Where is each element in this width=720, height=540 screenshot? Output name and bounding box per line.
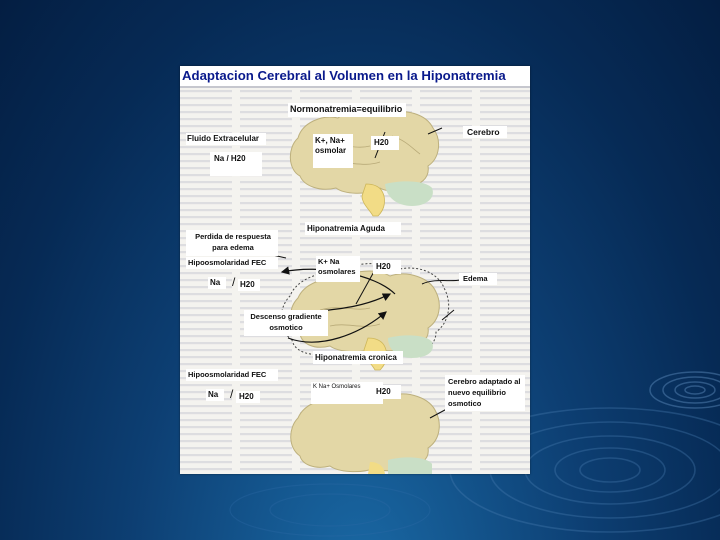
panel3-slash: / xyxy=(230,387,234,401)
hyponatremia-figure: Adaptacion Cerebral al Volumen en la Hip… xyxy=(180,66,530,474)
panel3-na: Na xyxy=(208,390,219,399)
panel1-h2o: H20 xyxy=(374,138,389,147)
panel3-intracellular: K Na+ Osmolares xyxy=(313,384,361,390)
panel2-gradient-label: Descenso gradiente osmotico xyxy=(250,312,322,332)
panel3-hypo-label: Hipoosmolaridad FEC xyxy=(188,370,267,379)
panel1-heading: Normonatremia=equilibrio xyxy=(290,104,403,114)
panel2-hypo-label: Hipoosmolaridad FEC xyxy=(188,258,267,267)
panel3-h2o: H20 xyxy=(376,387,391,396)
arrow-cerebro xyxy=(427,127,443,135)
panel1-intracellular: K+, Na+ osmolar xyxy=(315,136,347,155)
panel3-cerebro-adaptado: Cerebro adaptado al nuevo equilibrio osm… xyxy=(448,377,521,408)
panel1-fluid-label: Fluido Extracelular xyxy=(187,134,260,143)
arrow-gradient xyxy=(287,311,387,343)
panel2-loss-label: Perdida de respuesta para edema xyxy=(195,232,271,252)
panel2-h2o-left: H20 xyxy=(240,280,255,289)
brain-chronic xyxy=(290,390,440,474)
brain-normonatremia xyxy=(289,108,440,217)
panel1-na-h2o: Na / H20 xyxy=(214,154,246,163)
panel2-h2o: H20 xyxy=(376,262,391,271)
panel2-heading: Hiponatremia Aguda xyxy=(307,224,385,233)
panel1-cerebro: Cerebro xyxy=(467,127,500,137)
panel2-intracellular: K+ Na osmolares xyxy=(318,257,356,276)
panel2-slash: / xyxy=(232,275,236,289)
panel3-h2o-left: H20 xyxy=(239,392,254,401)
panel2-edema: Edema xyxy=(463,274,488,283)
panel3-heading: Hiponatremia cronica xyxy=(315,353,397,362)
panel2-na: Na xyxy=(210,278,221,287)
figure-title: Adaptacion Cerebral al Volumen en la Hip… xyxy=(180,66,530,88)
